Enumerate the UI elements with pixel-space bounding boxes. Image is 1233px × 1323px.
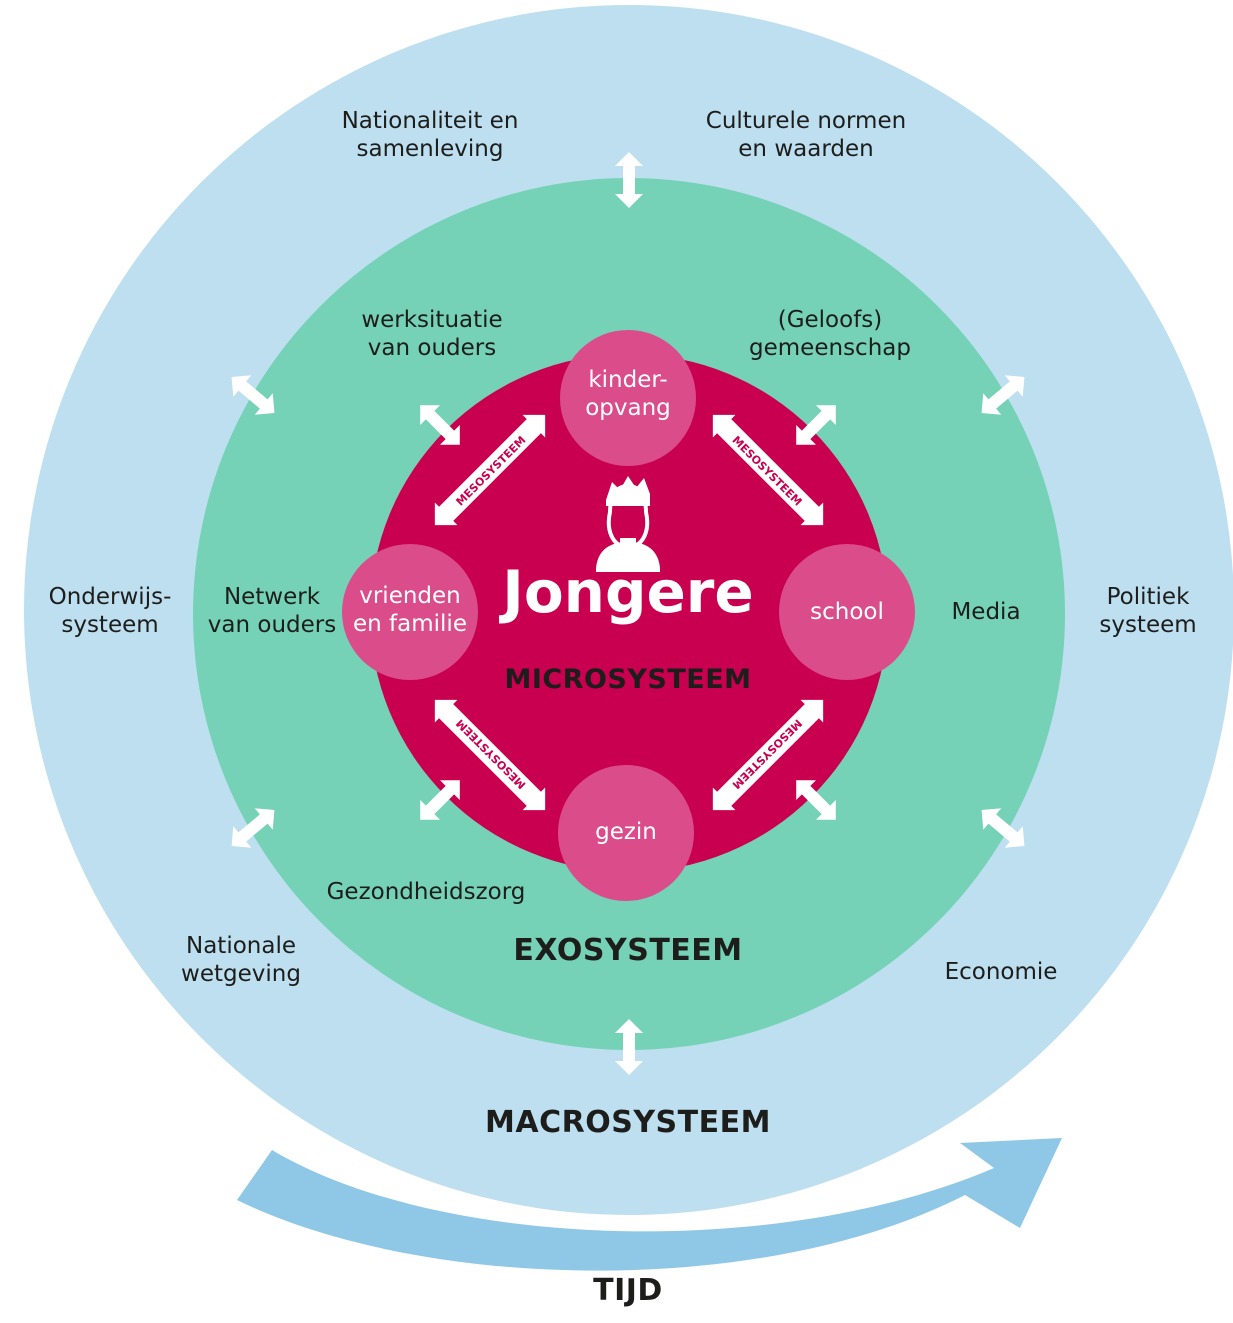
faith-community-label: (Geloofs) gemeenschap [749, 307, 911, 361]
node-childcare [560, 330, 696, 466]
parents-work-label: werksituatie van ouders [361, 307, 503, 361]
healthcare-label: Gezondheidszorg [326, 879, 526, 905]
exosystem-label: EXOSYSTEEM [513, 933, 743, 968]
node-school [779, 544, 915, 680]
parents-network-label: Netwerk van ouders [207, 584, 337, 638]
microsystem-circle [370, 354, 888, 872]
time-arrow [237, 1138, 1062, 1271]
political-system-label: Politiek systeem [1099, 584, 1197, 638]
family-label: gezin [595, 819, 657, 845]
education-system-label: Onderwijs- systeem [48, 584, 172, 638]
media-label: Media [951, 599, 1021, 625]
childcare-label: kinder- opvang [585, 367, 671, 421]
school-label: school [810, 599, 884, 625]
node-friends-family [342, 544, 478, 680]
time-label: TIJD [593, 1273, 663, 1308]
nationality-label: Nationaliteit en samenleving [341, 108, 519, 162]
microsystem-label: MICROSYSTEEM [504, 664, 752, 695]
person-icon [596, 476, 660, 572]
economy-label: Economie [944, 959, 1058, 985]
culture-label: Culturele normen en waarden [705, 108, 907, 162]
friends-family-label: vrienden en familie [353, 583, 467, 637]
center-title: Jongere [502, 558, 754, 626]
legislation-label: Nationale wetgeving [181, 933, 301, 987]
node-family [558, 765, 694, 901]
macrosystem-label: MACROSYSTEEM [485, 1105, 771, 1140]
